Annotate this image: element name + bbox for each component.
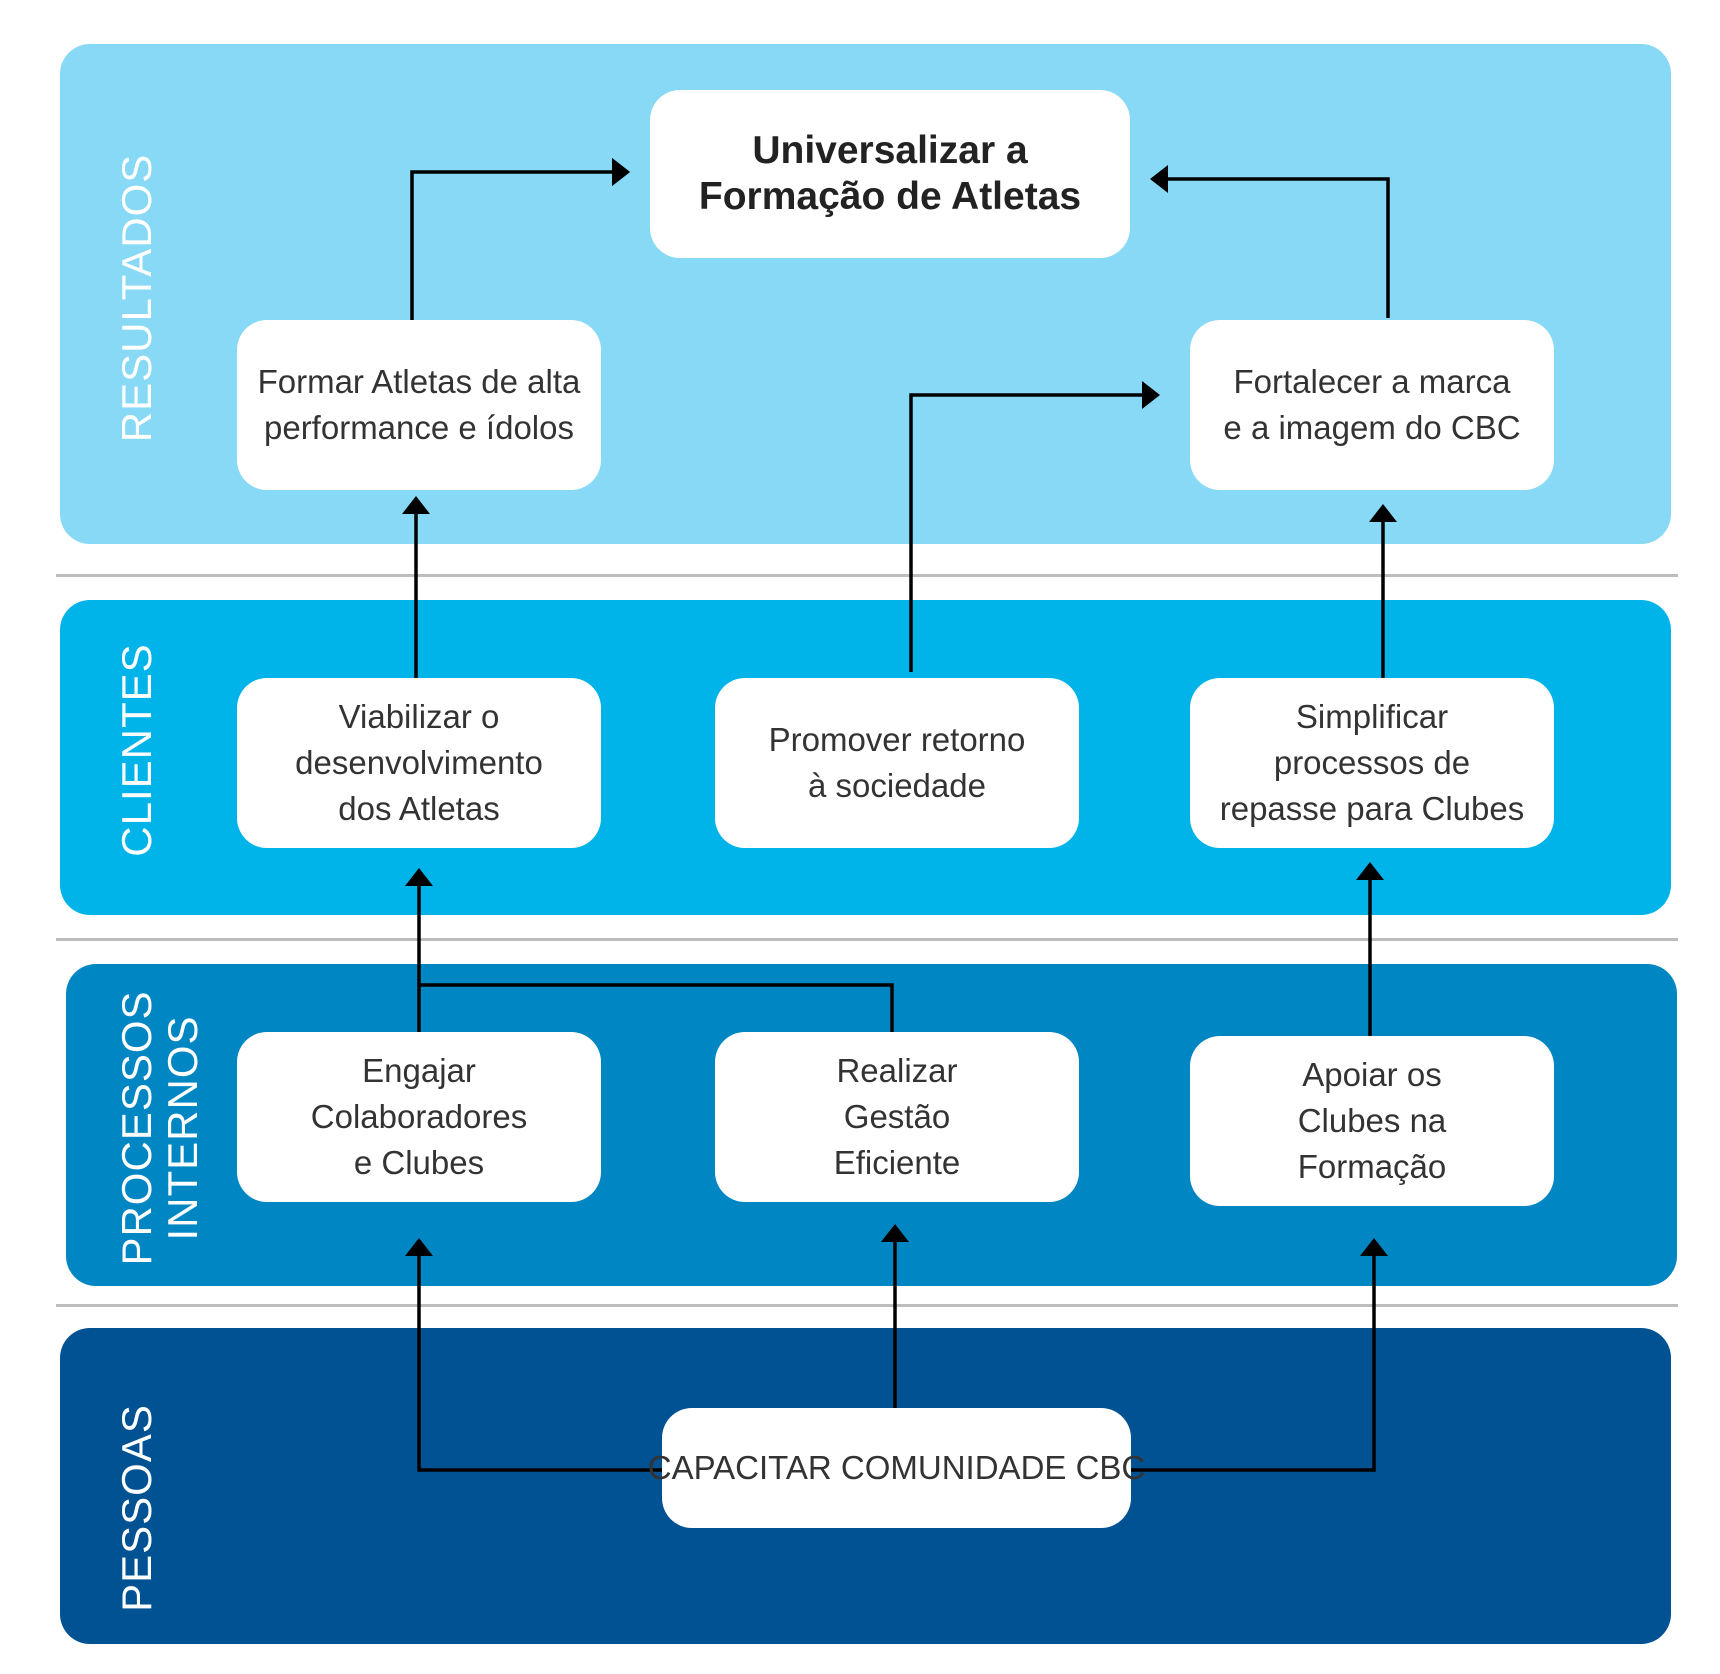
arrowhead-into-goal-right [1150, 165, 1168, 193]
separator-resultados-clientes [56, 574, 1678, 577]
arrowhead-into-viabilizar [405, 868, 433, 886]
connector-realizar-to-viabilizar [419, 983, 894, 1032]
capacitar-box: CAPACITAR COMUNIDADE CBC [648, 1408, 1145, 1528]
arrow-promover-to-fortalecer [909, 393, 1150, 672]
arrowhead-into-apoiar [1360, 1238, 1388, 1256]
arrowhead-into-realizar [881, 1224, 909, 1242]
arrowhead-into-fortalecer-side [1142, 381, 1160, 409]
separator-processos-pessoas [56, 1304, 1678, 1307]
apoiar-box: Apoiar os Clubes na Formação [1190, 1036, 1554, 1206]
arrow-capacitar-to-engajar [417, 1254, 662, 1472]
goal-box: Universalizar a Formação de Atletas [650, 90, 1130, 258]
simplificar-box: Simplificar processos de repasse para Cl… [1190, 678, 1554, 848]
realizar-box: Realizar Gestão Eficiente [715, 1032, 1079, 1202]
engajar-box: Engajar Colaboradores e Clubes [237, 1032, 601, 1202]
arrow-formar-to-goal [410, 170, 626, 320]
separator-clientes-processos [56, 938, 1678, 941]
arrowhead-into-simplificar [1356, 862, 1384, 880]
fortalecer-marca-box: Fortalecer a marca e a imagem do CBC [1190, 320, 1554, 490]
viabilizar-box: Viabilizar o desenvolvimento dos Atletas [237, 678, 601, 848]
arrow-fortalecer-to-goal [1160, 177, 1390, 318]
formar-atletas-box: Formar Atletas de alta performance e ído… [237, 320, 601, 490]
arrowhead-into-formar [402, 496, 430, 514]
arrowhead-into-fortalecer-bottom [1369, 504, 1397, 522]
promover-box: Promover retorno à sociedade [715, 678, 1079, 848]
arrowhead-into-engajar [405, 1238, 433, 1256]
arrowhead-into-goal-left [612, 158, 630, 186]
arrow-capacitar-to-apoiar [1131, 1254, 1376, 1472]
